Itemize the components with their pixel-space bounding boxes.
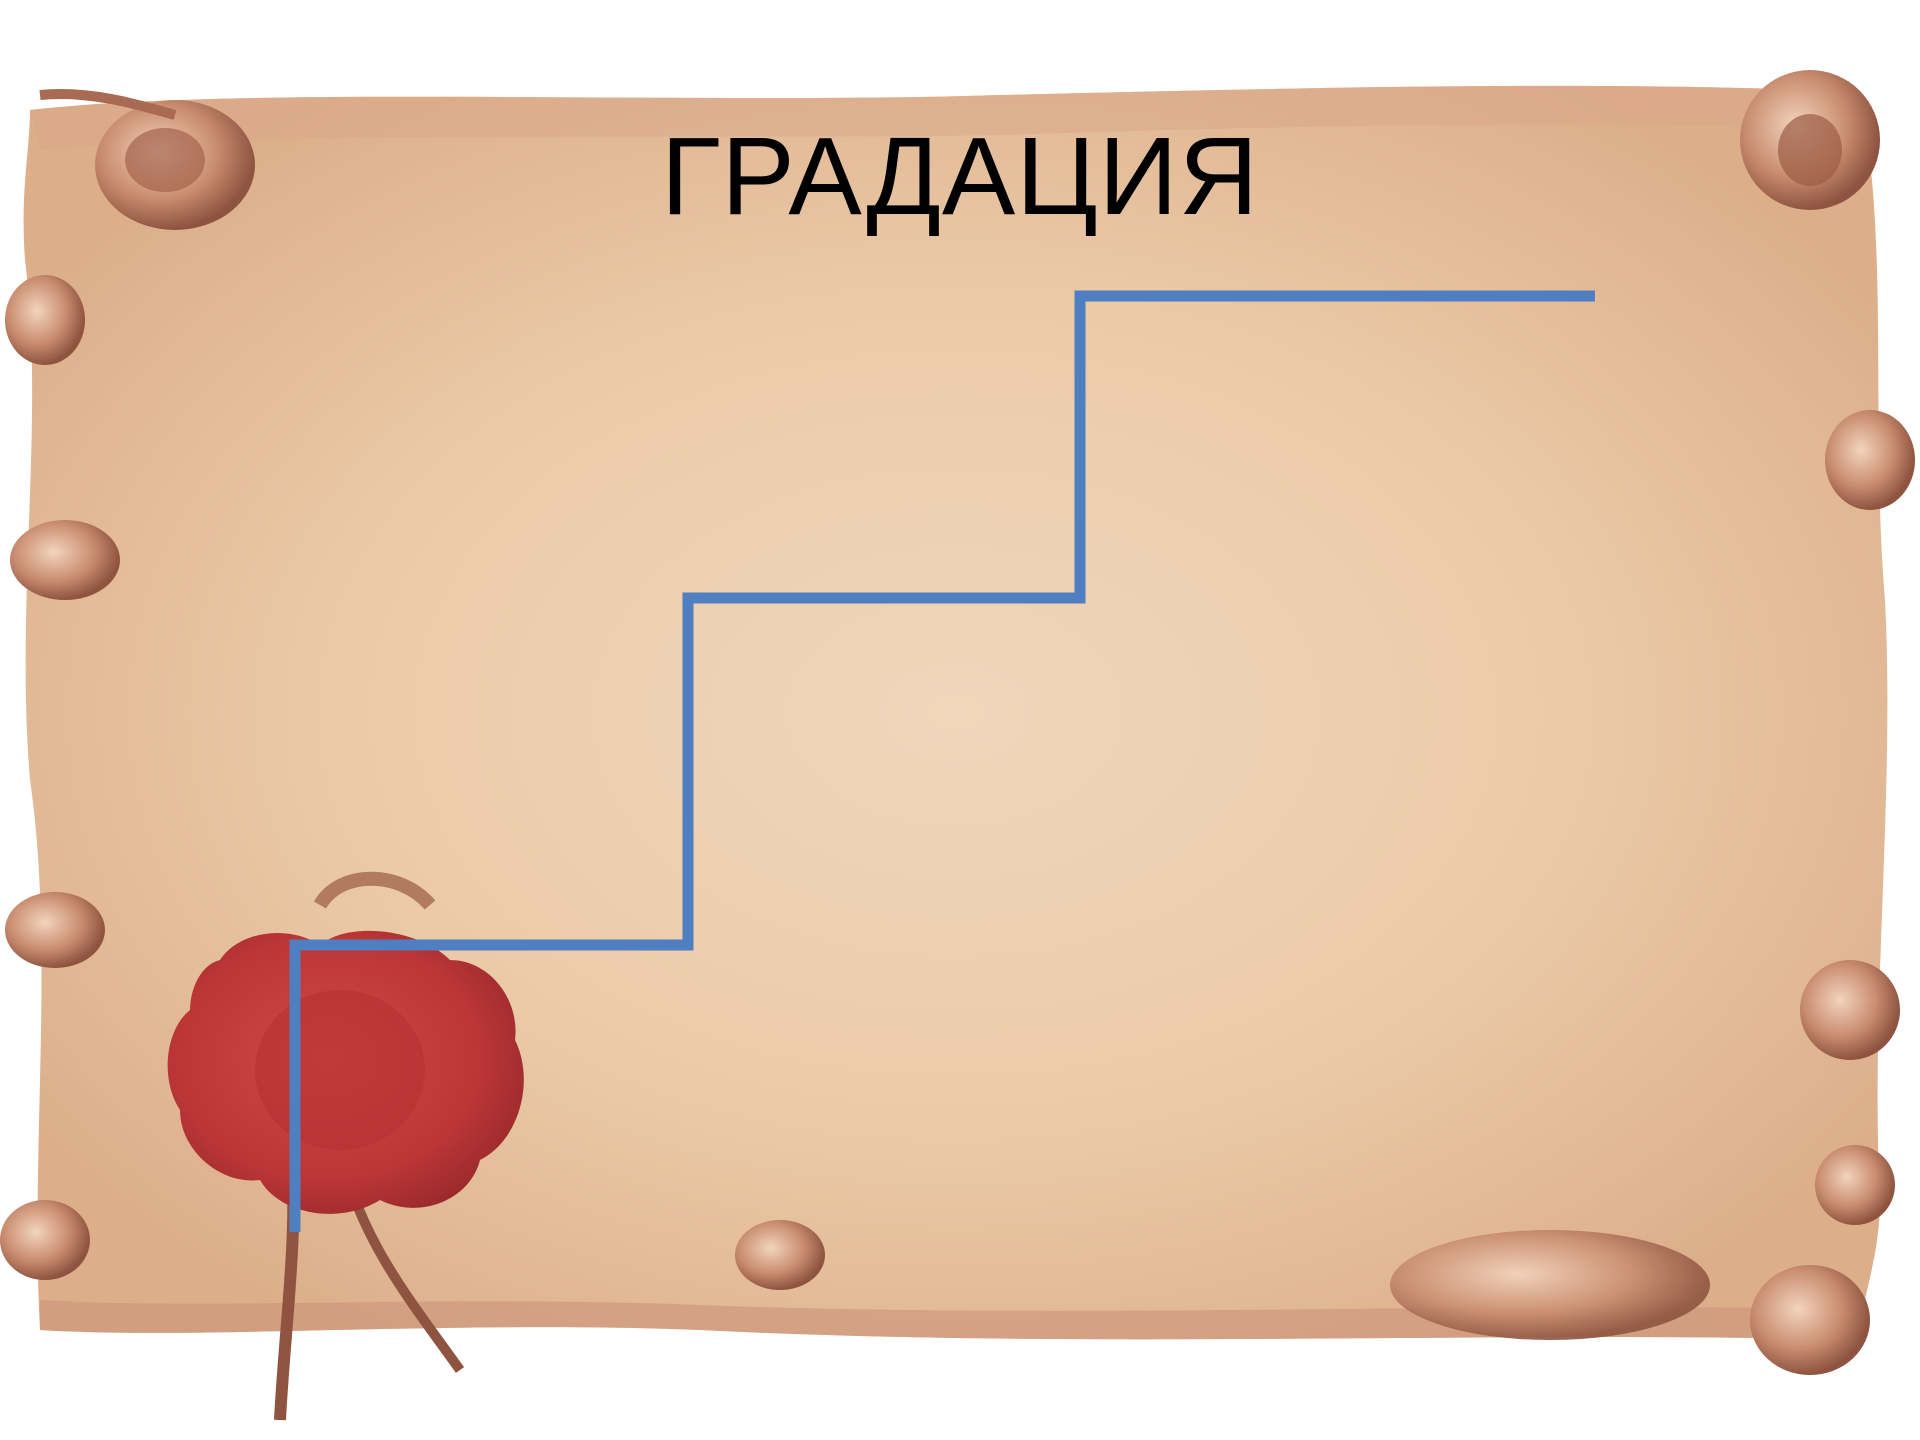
stairs-path [295,296,1595,1232]
